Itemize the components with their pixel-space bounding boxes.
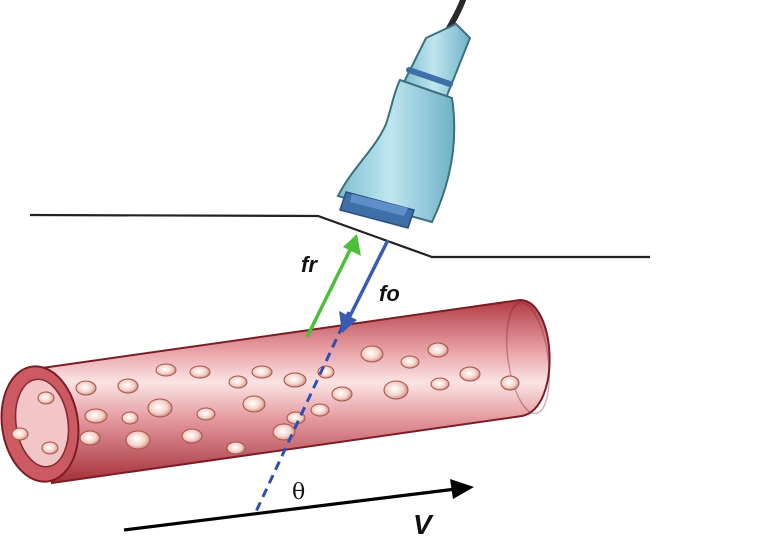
vessel-far-end bbox=[505, 301, 551, 415]
probe-neck-band bbox=[406, 67, 453, 87]
probe-neck bbox=[402, 22, 472, 100]
red-blood-cell bbox=[155, 363, 177, 377]
red-blood-cell bbox=[147, 398, 173, 418]
red-blood-cell bbox=[331, 386, 353, 402]
red-blood-cell bbox=[500, 375, 520, 391]
red-blood-cell bbox=[41, 441, 59, 455]
velocity-label: V bbox=[413, 509, 434, 540]
red-blood-cell bbox=[251, 365, 273, 379]
fo-label: fo bbox=[379, 281, 400, 306]
red-blood-cell bbox=[121, 411, 139, 425]
red-blood-cell bbox=[383, 380, 409, 400]
vessel-body bbox=[40, 298, 551, 485]
red-blood-cell bbox=[37, 391, 55, 405]
red-blood-cell bbox=[196, 407, 216, 421]
received-frequency-arrow bbox=[305, 234, 361, 338]
fr-label: fr bbox=[301, 252, 318, 277]
red-blood-cell bbox=[272, 423, 296, 441]
red-blood-cell bbox=[181, 428, 203, 444]
red-blood-cells bbox=[11, 342, 520, 455]
red-blood-cell bbox=[360, 345, 384, 363]
red-blood-cell bbox=[283, 372, 307, 388]
red-blood-cell bbox=[242, 395, 266, 413]
red-blood-cell bbox=[84, 408, 108, 424]
theta-label: θ bbox=[292, 480, 305, 505]
red-blood-cell bbox=[427, 342, 449, 358]
red-blood-cell bbox=[79, 430, 101, 446]
red-blood-cell bbox=[430, 377, 450, 391]
red-blood-cell bbox=[117, 378, 139, 394]
red-blood-cell bbox=[228, 375, 248, 389]
velocity-arrow bbox=[123, 479, 474, 532]
red-blood-cell bbox=[310, 403, 330, 417]
red-blood-cell bbox=[125, 430, 151, 450]
red-blood-cell bbox=[11, 427, 29, 441]
probe-face-highlight bbox=[350, 194, 408, 216]
red-blood-cell bbox=[400, 355, 420, 369]
skin-surface-line bbox=[29, 213, 650, 259]
red-blood-cell bbox=[226, 441, 246, 455]
transmitted-frequency-arrow bbox=[339, 239, 390, 333]
ultrasound-probe-icon bbox=[336, 0, 472, 229]
red-blood-cell bbox=[75, 380, 97, 396]
blood-vessel-icon bbox=[0, 298, 551, 485]
probe-body bbox=[336, 78, 456, 224]
red-blood-cell bbox=[189, 365, 211, 379]
beam-line bbox=[252, 311, 351, 517]
red-blood-cell bbox=[459, 366, 481, 382]
